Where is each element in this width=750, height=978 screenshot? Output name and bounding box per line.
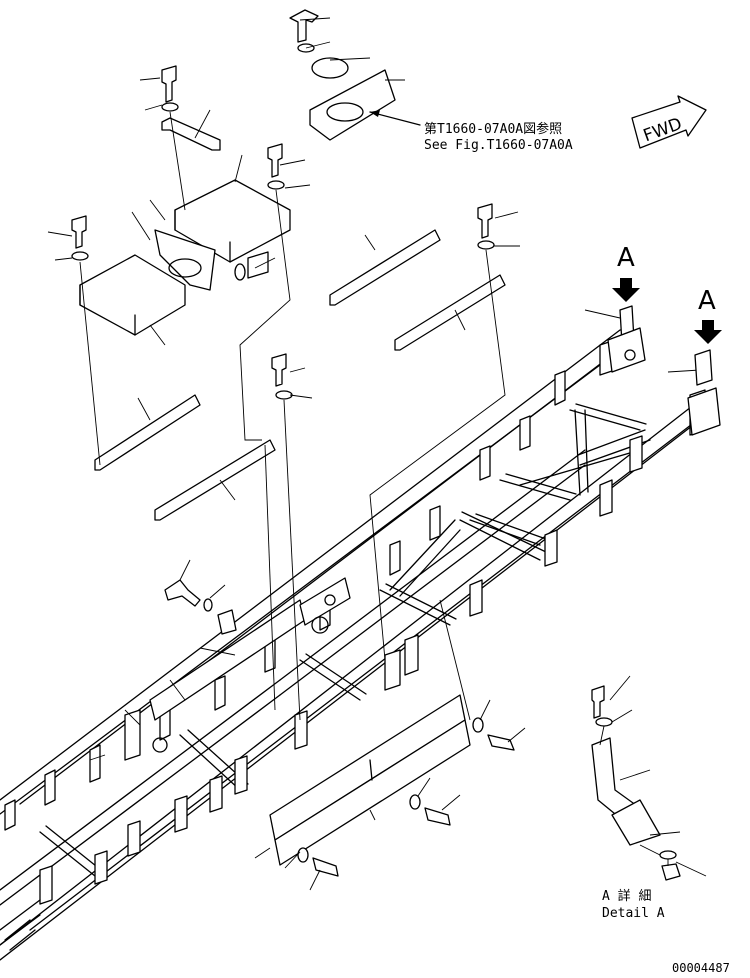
down-arrow-icon — [612, 278, 640, 302]
view-marker-left: A — [612, 243, 640, 302]
detail-label-en: Detail A — [602, 906, 665, 921]
detail-a-view: A 詳 細 Detail A — [591, 675, 707, 921]
lower-side-covers — [269, 694, 471, 866]
detail-label-jp: A 詳 細 — [602, 888, 651, 904]
view-marker-right: A — [694, 286, 722, 344]
reference-text-en: See Fig.T1660-07A0A — [424, 138, 573, 153]
drawing-number: 00004487 — [672, 961, 730, 975]
leader-lines — [47, 17, 701, 891]
assembly-guide-lines — [79, 111, 506, 721]
forward-arrow-icon: FWD — [631, 95, 707, 149]
view-marker-label-right: A — [698, 286, 716, 316]
bracket-a-assemblies — [607, 305, 721, 436]
down-arrow-icon — [694, 320, 722, 344]
upper-components — [71, 9, 515, 877]
main-frame — [0, 329, 713, 961]
view-marker-label-left: A — [617, 243, 635, 273]
reference-text-jp: 第T1660-07A0A図参照 — [424, 121, 562, 137]
